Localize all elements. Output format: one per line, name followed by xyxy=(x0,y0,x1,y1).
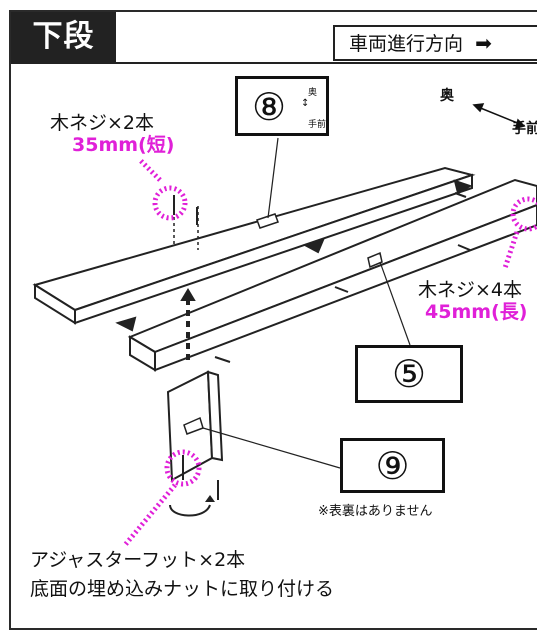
part-9-number: ⑨ xyxy=(375,444,410,488)
part-5-number: ⑤ xyxy=(391,352,427,396)
part-8-box: ⑧ 奥 ↕ 手前 xyxy=(235,76,329,136)
direction-arrow-icon: ➡ xyxy=(475,31,492,55)
screw-long-size: 45mm(長) xyxy=(425,301,528,323)
header-divider xyxy=(11,62,537,64)
part-8-back-mark: 奥 xyxy=(308,88,318,98)
screw-short-size: 35mm(短) xyxy=(72,134,175,156)
screw-long-label: 木ネジ×4本 xyxy=(418,279,523,301)
orientation-arrow-icon: ↕ xyxy=(301,98,310,109)
part-9-box: ⑨ xyxy=(340,438,445,493)
part-8-number: ⑧ xyxy=(252,85,287,129)
adjuster-line-2: 底面の埋め込みナットに取り付ける xyxy=(30,578,335,600)
direction-label: 車両進行方向 xyxy=(349,33,464,55)
direction-front-label: 手前 xyxy=(512,121,537,137)
direction-indicator: 車両進行方向 ➡ xyxy=(333,25,537,61)
adjuster-line-1: アジャスターフット×2本 xyxy=(30,549,246,571)
part-8-front-mark: 手前 xyxy=(308,120,327,130)
direction-back-label: 奥 xyxy=(440,88,454,104)
part-9-note: ※表裏はありません xyxy=(318,504,433,519)
screw-short-label: 木ネジ×2本 xyxy=(50,112,155,134)
part-5-box: ⑤ xyxy=(355,345,463,403)
section-title: 下段 xyxy=(11,12,116,62)
